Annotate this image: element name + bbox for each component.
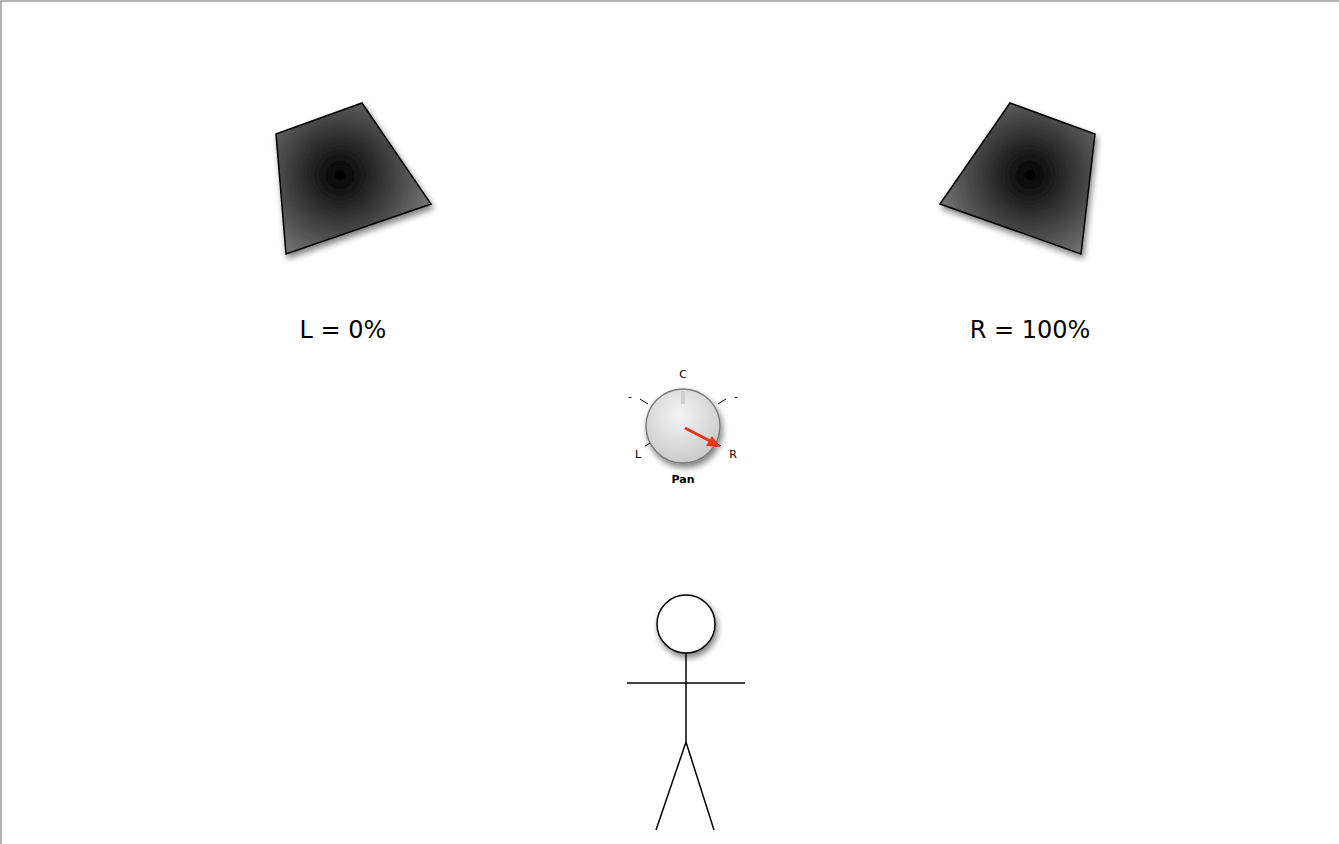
right-speaker — [940, 103, 1095, 254]
knob-mark: C — [679, 369, 687, 380]
left-speaker — [276, 103, 431, 254]
knob-mark: - — [628, 391, 632, 402]
knob-mark: - — [734, 391, 738, 402]
listener-figure — [627, 595, 745, 830]
channel-level: L = 0% — [300, 318, 387, 342]
pan-knob — [640, 389, 726, 463]
knob-mark: R — [729, 449, 737, 460]
channel-level: R = 100% — [970, 318, 1091, 342]
knob-mark: L — [635, 449, 641, 460]
knob-label: Pan — [671, 474, 694, 485]
